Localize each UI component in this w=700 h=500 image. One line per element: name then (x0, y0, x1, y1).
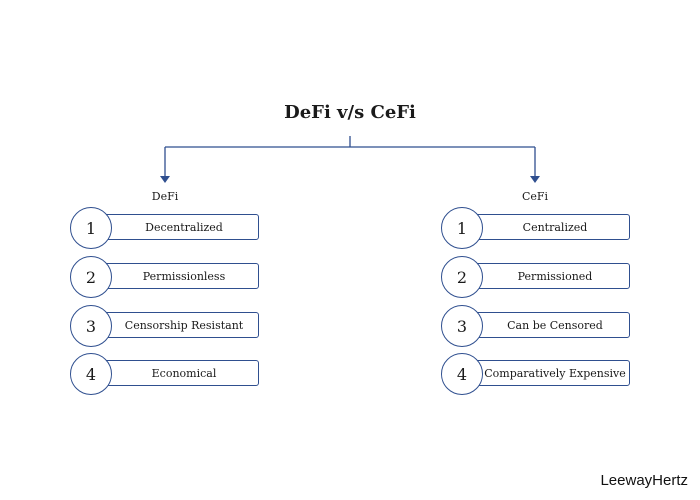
defi-item-number: 1 (70, 207, 112, 249)
defi-item-number: 4 (70, 353, 112, 395)
cefi-item: Can be Censored 3 (441, 305, 633, 347)
cefi-item: Centralized 1 (441, 207, 633, 249)
arrow-right-icon (530, 176, 540, 183)
cefi-label: CeFi (521, 190, 549, 203)
cefi-item-text: Centralized (462, 214, 630, 240)
cefi-item: Permissioned 2 (441, 256, 633, 298)
defi-item: Censorship Resistant 3 (70, 305, 262, 347)
defi-item-number: 2 (70, 256, 112, 298)
arrow-left-icon (160, 176, 170, 183)
defi-item: Economical 4 (70, 353, 262, 395)
defi-item-text: Permissionless (91, 263, 259, 289)
cefi-item: Comparatively Expensive 4 (441, 353, 633, 395)
diagram-title: DeFi v/s CeFi (284, 102, 416, 123)
cefi-item-number: 1 (441, 207, 483, 249)
defi-item: Permissionless 2 (70, 256, 262, 298)
cefi-item-number: 4 (441, 353, 483, 395)
cefi-item-text: Comparatively Expensive (462, 360, 630, 386)
defi-item: Decentralized 1 (70, 207, 262, 249)
defi-label: DeFi (151, 190, 179, 203)
defi-item-text: Economical (91, 360, 259, 386)
brand-logo-text: LeewayHertz (600, 472, 688, 489)
defi-item-number: 3 (70, 305, 112, 347)
defi-item-text: Censorship Resistant (91, 312, 259, 338)
cefi-item-number: 3 (441, 305, 483, 347)
cefi-item-number: 2 (441, 256, 483, 298)
defi-item-text: Decentralized (91, 214, 259, 240)
cefi-item-text: Permissioned (462, 263, 630, 289)
cefi-item-text: Can be Censored (462, 312, 630, 338)
